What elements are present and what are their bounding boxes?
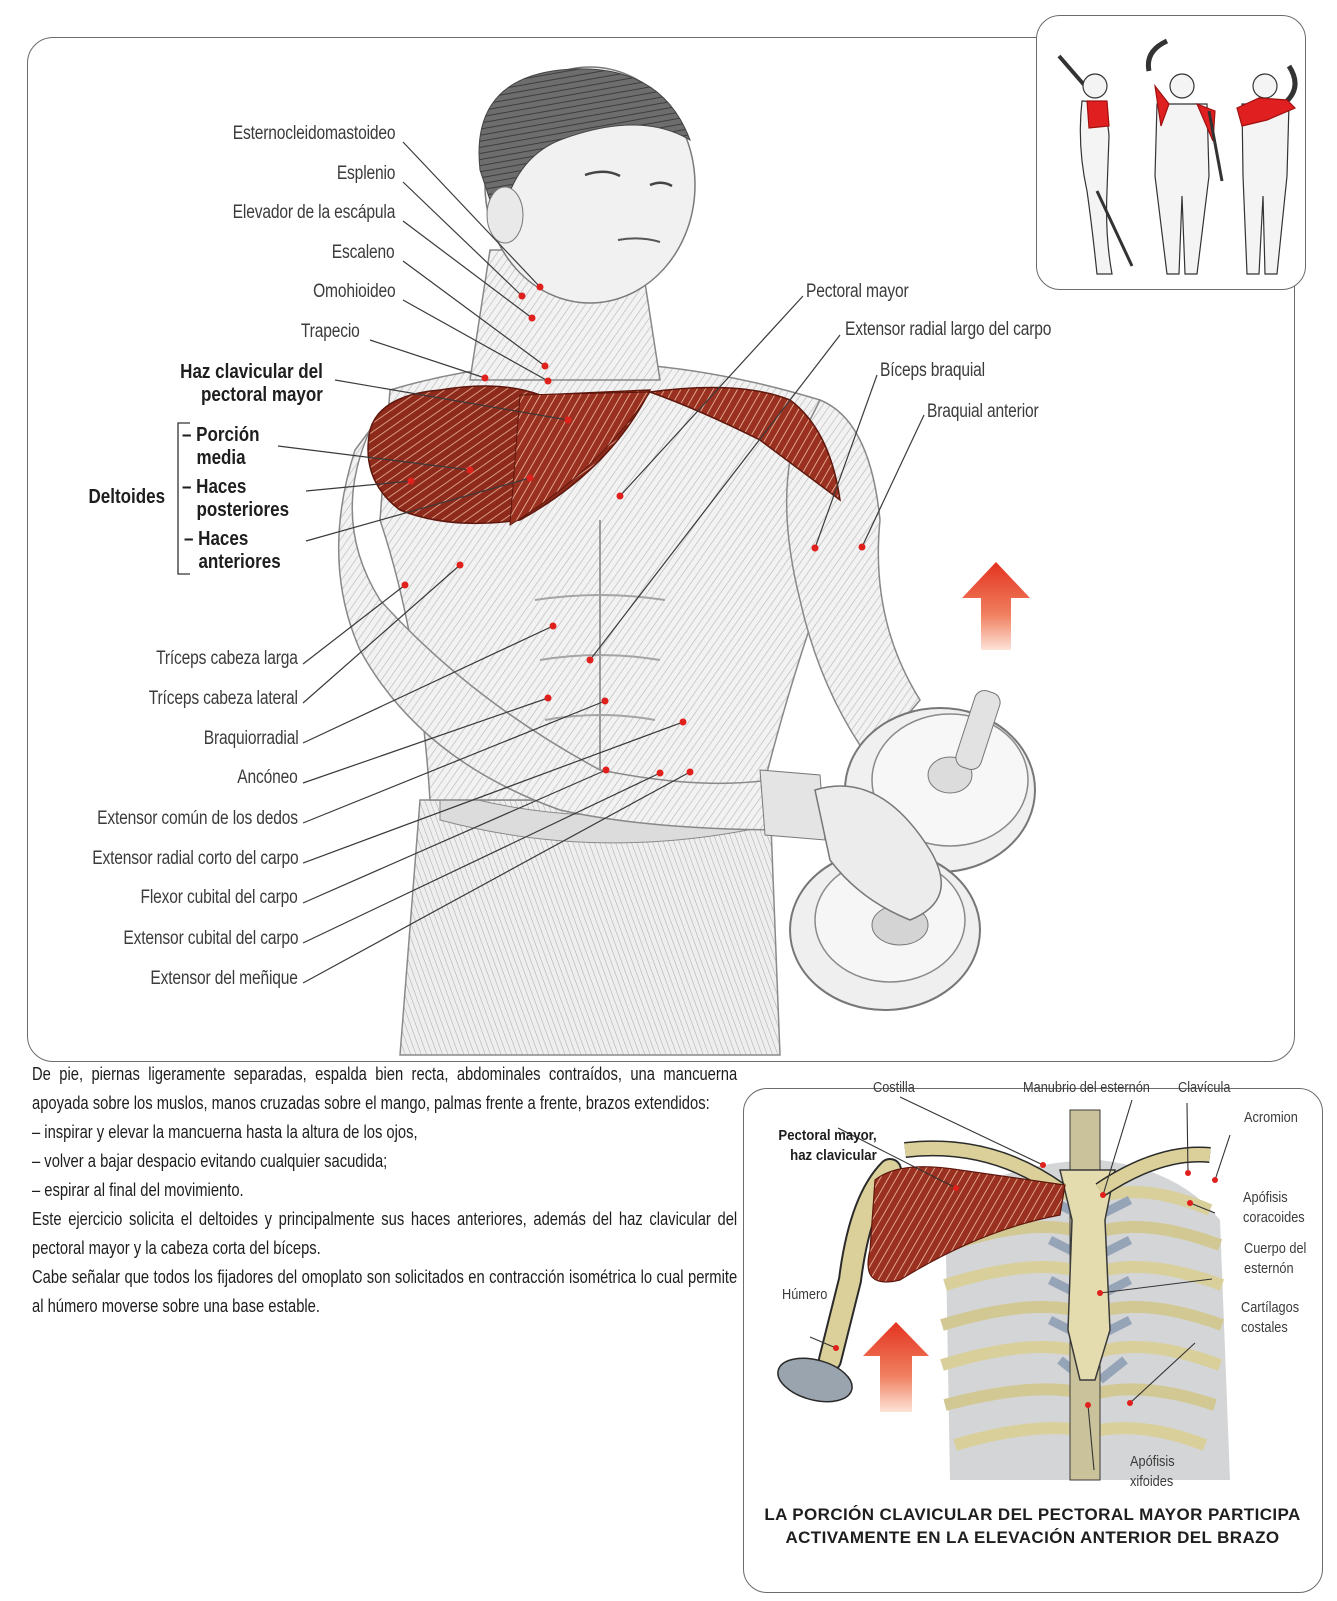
exercise-description: De pie, piernas ligeramente separadas, e… — [32, 1060, 737, 1321]
leader-lines — [277, 141, 925, 984]
wristband-shape — [759, 769, 826, 841]
description-intro: De pie, piernas ligeramente separadas, e… — [32, 1064, 738, 1113]
label-escaleno: Escaleno — [332, 242, 395, 263]
description-note: Cabe señalar que todos los fijadores del… — [32, 1267, 738, 1316]
label-extensor-cubital: Extensor cubital del carpo — [122, 928, 298, 949]
label-porcion-media: – Porción media — [182, 424, 260, 469]
description-step-3: – espirar al final del movimiento. — [32, 1180, 244, 1200]
label-haz-clavicular: Haz clavicular del pectoral mayor — [180, 361, 323, 407]
label-triceps-cabeza-larga: Tríceps cabeza larga — [156, 648, 298, 669]
label-omohioideo: Omohioideo — [312, 281, 396, 302]
label-haz-clavicular-line1: Haz clavicular del — [180, 361, 323, 383]
caption-line-2: ACTIVAMENTE EN LA ELEVACIÓN ANTERIOR DEL… — [785, 1528, 1280, 1547]
back-view-figure — [1236, 64, 1298, 275]
label-biceps-braquial: Bíceps braquial — [880, 360, 985, 381]
label-apofisis-coracoides: Apófisis coracoides — [1243, 1189, 1305, 1226]
label-extensor-comun-dedos: Extensor común de los dedos — [97, 808, 298, 829]
skeleton-caption: LA PORCIÓN CLAVICULAR DEL PECTORAL MAYOR… — [760, 1503, 1305, 1549]
label-apofisis-xifoides: Apófisis xifoides — [1130, 1453, 1175, 1490]
label-triceps-cabeza-lateral: Tríceps cabeza lateral — [148, 688, 298, 709]
label-acromion: Acromion — [1244, 1109, 1298, 1126]
label-pectoral-mayor-haz-clavicular: Pectoral mayor, haz clavicular — [778, 1127, 877, 1164]
right-deltoid-highlight — [649, 386, 841, 502]
label-anconeo: Ancóneo — [237, 767, 299, 788]
label-flexor-cubital: Flexor cubital del carpo — [140, 887, 298, 908]
dumbbell-shape — [789, 690, 1036, 1011]
front-view-figure — [1145, 38, 1224, 275]
label-elevador-escapula: Elevador de la escápula — [232, 202, 395, 223]
side-view-figure — [1057, 54, 1134, 275]
caption-line-1: LA PORCIÓN CLAVICULAR DEL PECTORAL MAYOR… — [764, 1505, 1301, 1524]
label-manubrio: Manubrio del esternón — [1023, 1079, 1150, 1096]
label-haces-anteriores: – Haces anteriores — [184, 528, 281, 573]
label-haces-posteriores: – Haces posteriores — [182, 476, 290, 521]
label-humero: Húmero — [782, 1286, 828, 1303]
three-view-figures — [1057, 38, 1298, 275]
description-step-2: – volver a bajar despacio evitando cualq… — [32, 1151, 388, 1171]
label-braquiorradial: Braquiorradial — [203, 728, 298, 749]
label-braquial-anterior: Braquial anterior — [927, 401, 1039, 422]
left-pectoral-clavicular-highlight — [509, 391, 651, 526]
label-clavicula: Clavícula — [1178, 1079, 1231, 1096]
label-esplenio: Esplenio — [336, 163, 396, 184]
muscle-marker-dots — [401, 283, 866, 777]
label-extensor-radial-largo: Extensor radial largo del carpo — [845, 319, 1052, 340]
label-costilla: Costilla — [873, 1079, 915, 1096]
label-cartilagos-costales: Cartílagos costales — [1241, 1299, 1300, 1336]
up-arrow-icon — [962, 562, 1030, 650]
label-esternocleidomastoideo: Esternocleidomastoideo — [232, 123, 395, 144]
deltoid-exercise-illustration — [177, 66, 1036, 1056]
label-trapecio: Trapecio — [301, 321, 360, 342]
deltoides-bracket — [177, 422, 190, 575]
ear-shape — [486, 186, 524, 244]
hands-shape — [814, 785, 942, 921]
muscle-overview-thumbnail — [1036, 15, 1306, 290]
description-muscles: Este ejercicio solicita el deltoides y p… — [32, 1209, 738, 1258]
label-extensor-menique: Extensor del meñique — [150, 968, 299, 989]
label-haz-clavicular-line2: pectoral mayor — [201, 384, 323, 406]
label-deltoides: Deltoides — [88, 486, 165, 508]
label-extensor-radial-corto: Extensor radial corto del carpo — [91, 848, 298, 869]
label-pectoral-mayor: Pectoral mayor — [806, 281, 909, 302]
label-cuerpo-esternon: Cuerpo del esternón — [1244, 1240, 1307, 1277]
hair-shape — [478, 68, 691, 231]
description-step-1: – inspirar y elevar la mancuerna hasta l… — [32, 1122, 418, 1142]
